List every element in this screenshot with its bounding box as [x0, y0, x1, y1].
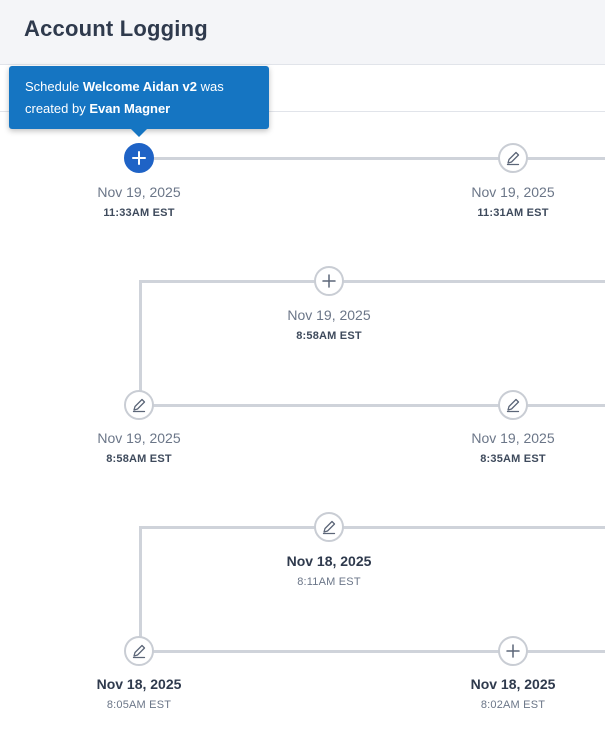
plus-icon [322, 274, 336, 288]
timeline-event-node[interactable] [124, 636, 154, 666]
timeline-event-node[interactable] [124, 390, 154, 420]
timeline-event-node[interactable] [498, 143, 528, 173]
timeline-connector [139, 280, 142, 404]
event-time: 11:31AM EST [477, 207, 549, 219]
timeline: Nov 19, 2025 11:33AM EST Nov 19, 2025 11… [0, 112, 605, 750]
event-time: 8:58AM EST [296, 330, 362, 342]
plus-icon [132, 151, 146, 165]
timeline-event-label: Nov 18, 2025 8:05AM EST [64, 675, 214, 713]
timeline-event-node[interactable] [314, 512, 344, 542]
event-time: 8:58AM EST [106, 453, 172, 465]
event-date: Nov 18, 2025 [286, 553, 372, 569]
timeline-connector [139, 280, 605, 283]
timeline-event-label: Nov 19, 2025 8:35AM EST [438, 429, 588, 467]
timeline-event-node[interactable] [124, 143, 154, 173]
tooltip-subject: Welcome Aidan v2 [82, 79, 197, 94]
tooltip-arrow [131, 129, 147, 137]
event-date: Nov 19, 2025 [97, 184, 181, 200]
event-date: Nov 19, 2025 [471, 430, 555, 446]
timeline-connector [139, 526, 142, 650]
event-date: Nov 18, 2025 [470, 676, 556, 692]
event-time: 8:35AM EST [480, 453, 546, 465]
pencil-icon [506, 398, 520, 413]
timeline-event-label: Nov 18, 2025 8:02AM EST [438, 675, 588, 713]
plus-icon [506, 644, 520, 658]
tooltip-prefix: Schedule [25, 79, 83, 94]
tooltip-middle: was created by [25, 79, 224, 116]
event-tooltip: Schedule Welcome Aidan v2 was created by… [9, 66, 269, 129]
event-date: Nov 18, 2025 [96, 676, 182, 692]
timeline-connector [139, 526, 605, 529]
page-title: Account Logging [24, 16, 208, 41]
pencil-icon [322, 520, 336, 535]
event-time: 8:11AM EST [297, 576, 361, 588]
pencil-icon [132, 398, 146, 413]
timeline-connector [139, 157, 605, 160]
timeline-event-label: Nov 19, 2025 11:31AM EST [438, 183, 588, 221]
event-time: 8:02AM EST [480, 699, 546, 711]
event-date: Nov 19, 2025 [97, 430, 181, 446]
timeline-event-label: Nov 18, 2025 8:11AM EST [254, 552, 404, 590]
event-time: 8:05AM EST [106, 699, 172, 711]
timeline-event-label: Nov 19, 2025 11:33AM EST [64, 183, 214, 221]
timeline-connector [139, 404, 605, 407]
timeline-event-node[interactable] [498, 390, 528, 420]
timeline-event-node[interactable] [498, 636, 528, 666]
pencil-icon [132, 644, 146, 659]
timeline-connector [139, 650, 605, 653]
timeline-event-node[interactable] [314, 266, 344, 296]
event-time: 11:33AM EST [103, 207, 175, 219]
pencil-icon [506, 151, 520, 166]
page-header: Account Logging [0, 0, 605, 65]
timeline-event-label: Nov 19, 2025 8:58AM EST [254, 306, 404, 344]
event-date: Nov 19, 2025 [471, 184, 555, 200]
tooltip-user: Evan Magner [89, 101, 171, 116]
timeline-event-label: Nov 19, 2025 8:58AM EST [64, 429, 214, 467]
event-date: Nov 19, 2025 [287, 307, 371, 323]
